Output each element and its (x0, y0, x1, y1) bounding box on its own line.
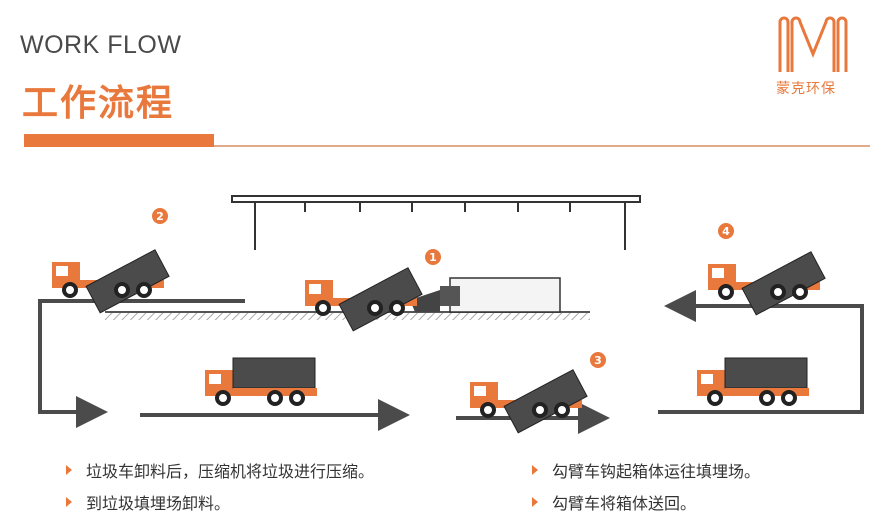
bullet-text: 垃圾车卸料后，压缩机将垃圾进行压缩。 (86, 462, 375, 481)
step-badge-4: 4 (718, 223, 734, 239)
title-underline (214, 145, 870, 147)
step-badge-3: 3 (590, 352, 606, 368)
company-logo-icon (778, 16, 848, 72)
bullet-text: 勾臂车钩起箱体运往填埋场。 (552, 462, 761, 481)
bullet-text: 勾臂车将箱体送回。 (552, 494, 697, 513)
bullet-item: 勾臂车将箱体送回。 (532, 490, 696, 514)
truck-loaded-right (695, 356, 811, 406)
truck-step-2 (50, 247, 172, 315)
svg-text:2: 2 (156, 210, 164, 223)
gantry-crane (231, 195, 641, 250)
bullet-item: 垃圾车卸料后，压缩机将垃圾进行压缩。 (66, 458, 374, 482)
truck-step-1 (303, 265, 425, 333)
bullet-item: 勾臂车钩起箱体运往填埋场。 (532, 458, 760, 482)
svg-text:4: 4 (722, 225, 730, 238)
svg-text:3: 3 (594, 354, 602, 367)
title-chinese: 工作流程 (22, 82, 175, 124)
svg-text:1: 1 (429, 251, 437, 264)
truck-loaded-left (203, 356, 319, 406)
step-badge-2: 2 (152, 208, 168, 224)
compactor (410, 277, 561, 313)
bullet-item: 到垃圾填埋场卸料。 (66, 490, 230, 514)
truck-step-3 (468, 367, 590, 435)
bullet-text: 到垃圾填埋场卸料。 (86, 494, 231, 513)
title-underline-accent (24, 134, 214, 147)
title-english: WORK FLOW (20, 31, 182, 59)
logo-text: 蒙克环保 (776, 81, 836, 97)
step-badge-1: 1 (425, 249, 441, 265)
